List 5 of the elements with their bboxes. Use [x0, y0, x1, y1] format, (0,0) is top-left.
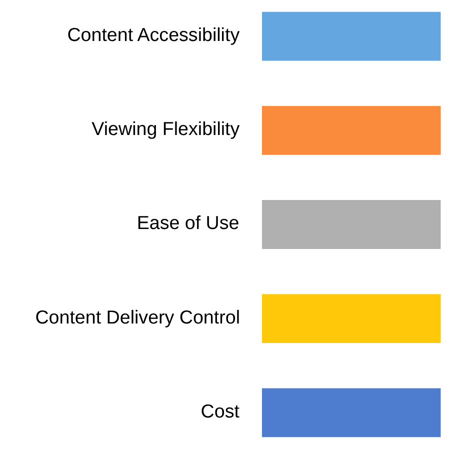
- legend-label: Cost: [200, 400, 239, 422]
- legend-label: Viewing Flexibility: [91, 118, 240, 140]
- legend-label: Content Accessibility: [66, 24, 240, 46]
- legend-label: Content Delivery Control: [34, 306, 240, 328]
- legend-label: Ease of Use: [136, 212, 239, 234]
